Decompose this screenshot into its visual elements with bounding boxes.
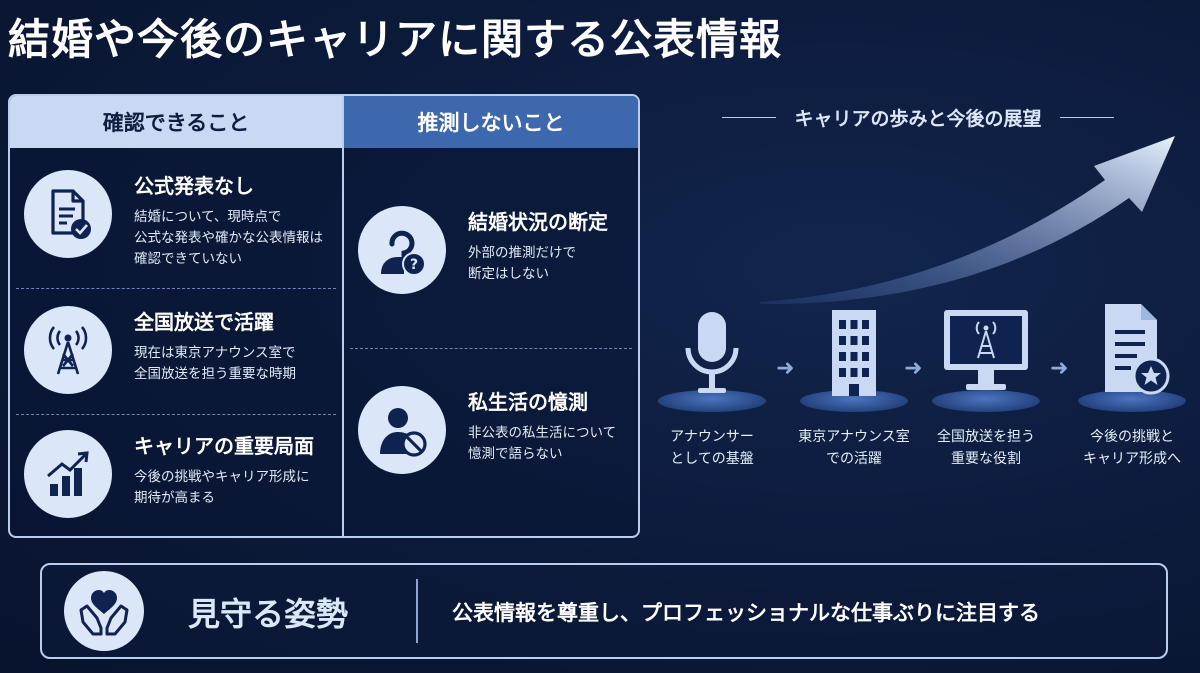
monitor-broadcast-icon: [926, 300, 1046, 400]
stance-bar: 見守る姿勢 公表情報を尊重し、プロフェッショナルな仕事ぶりに注目する: [40, 563, 1168, 659]
item-title: 公式発表なし: [134, 174, 254, 198]
item-title: 全国放送で活躍: [134, 310, 274, 334]
item-description: 結婚について、現時点で 公式な発表や確かな公表情報は 確認できていない: [134, 209, 323, 267]
step-label: 全国放送を担う 重要な役割: [937, 429, 1035, 467]
divider: [16, 414, 336, 415]
item-description: 外部の推測だけで 断定はしない: [468, 245, 576, 282]
item-title: 私生活の憶測: [468, 390, 588, 414]
title-rule-right: [1059, 117, 1114, 118]
confirmable-column: 確認できること 公式発表なし 結婚について、現時点で 公式な発表や確かな公表情報…: [10, 96, 344, 536]
step-arrow-icon: ➜: [776, 356, 795, 381]
confirmable-item-broadcast: 全国放送で活躍 現在は東京アナウンス室で 全国放送を担う重要な時期: [24, 306, 342, 394]
confirmable-item-career: キャリアの重要局面 今後の挑戦やキャリア形成に 期待が高まる: [24, 430, 342, 518]
document-check-icon: [24, 170, 112, 258]
broadcast-tower-icon: [24, 306, 112, 394]
stance-title: 見守る姿勢: [188, 595, 349, 633]
pedestal: [658, 390, 766, 412]
divider: [416, 579, 418, 643]
svg-text:?: ?: [410, 257, 418, 273]
item-description: 非公表の私生活について 憶測で語らない: [468, 425, 617, 462]
title-rule-left: [722, 117, 777, 118]
step-label: アナウンサー としての基盤: [670, 429, 754, 467]
page-title: 結婚や今後のキャリアに関する公表情報: [8, 15, 783, 64]
building-icon: [794, 300, 914, 400]
growth-chart-icon: [24, 430, 112, 518]
item-description: 現在は東京アナウンス室で 全国放送を担う重要な時期: [134, 345, 296, 382]
pedestal: [800, 390, 908, 412]
confirmable-item-official: 公式発表なし 結婚について、現時点で 公式な発表や確かな公表情報は 確認できてい…: [24, 170, 342, 270]
pedestal: [1078, 390, 1186, 412]
not-speculated-heading: 推測しないこと: [344, 96, 638, 148]
step-label: 今後の挑戦と キャリア形成へ: [1083, 429, 1181, 467]
not-speculated-column: 推測しないこと ? 結婚状況の断定 外部の推測だけで 断定はしない: [344, 96, 638, 536]
info-panel: 確認できること 公式発表なし 結婚について、現時点で 公式な発表や確かな公表情報…: [8, 94, 640, 538]
confirmable-heading: 確認できること: [10, 96, 342, 148]
divider: [16, 288, 336, 289]
divider: [350, 348, 632, 349]
microphone-icon: [652, 300, 772, 400]
step-arrow-icon: ➜: [904, 356, 923, 381]
step-arrow-icon: ➜: [1050, 356, 1069, 381]
heart-hands-icon: [64, 571, 144, 651]
not-speculated-item-marriage: ? 結婚状況の断定 外部の推測だけで 断定はしない: [358, 206, 638, 294]
pedestal: [932, 390, 1040, 412]
journey-title-text: キャリアの歩みと今後の展望: [794, 108, 1042, 130]
stance-message: 公表情報を尊重し、プロフェッショナルな仕事ぶりに注目する: [452, 601, 1040, 625]
step-label: 東京アナウンス室 での活躍: [798, 429, 910, 467]
not-speculated-item-private: 私生活の憶測 非公表の私生活について 憶測で語らない: [358, 386, 638, 474]
growth-arrow: [760, 136, 1175, 305]
document-star-icon: [1072, 300, 1192, 400]
item-title: キャリアの重要局面: [134, 434, 314, 458]
journey-title: キャリアの歩みと今後の展望: [696, 104, 1140, 131]
person-question-icon: ?: [358, 206, 446, 294]
person-prohibited-icon: [358, 386, 446, 474]
item-title: 結婚状況の断定: [468, 210, 608, 234]
item-description: 今後の挑戦やキャリア形成に 期待が高まる: [134, 469, 310, 506]
